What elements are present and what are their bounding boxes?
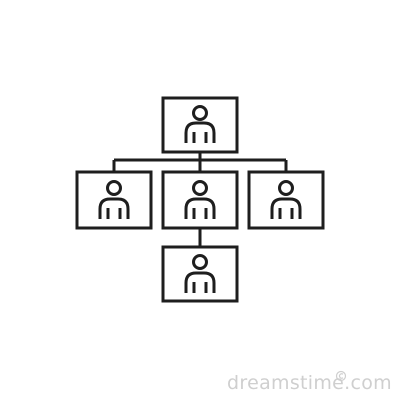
- node-child-left: [75, 170, 153, 230]
- watermark-text: dreamstime.com: [227, 372, 392, 394]
- node-frame: [247, 170, 325, 230]
- node-root: [161, 96, 239, 154]
- person-icon: [184, 180, 216, 219]
- node-child-center: [161, 170, 239, 230]
- node-frame: [161, 245, 239, 303]
- copyright-icon: [335, 370, 347, 382]
- connector-lines: [112, 152, 288, 247]
- node-frame: [161, 170, 239, 230]
- node-child-right: [247, 170, 325, 230]
- node-grandchild: [161, 245, 239, 303]
- person-icon: [184, 254, 216, 293]
- person-icon: [184, 105, 216, 143]
- node-frame: [161, 96, 239, 154]
- person-icon: [270, 180, 302, 219]
- person-icon: [98, 180, 130, 219]
- node-frame: [75, 170, 153, 230]
